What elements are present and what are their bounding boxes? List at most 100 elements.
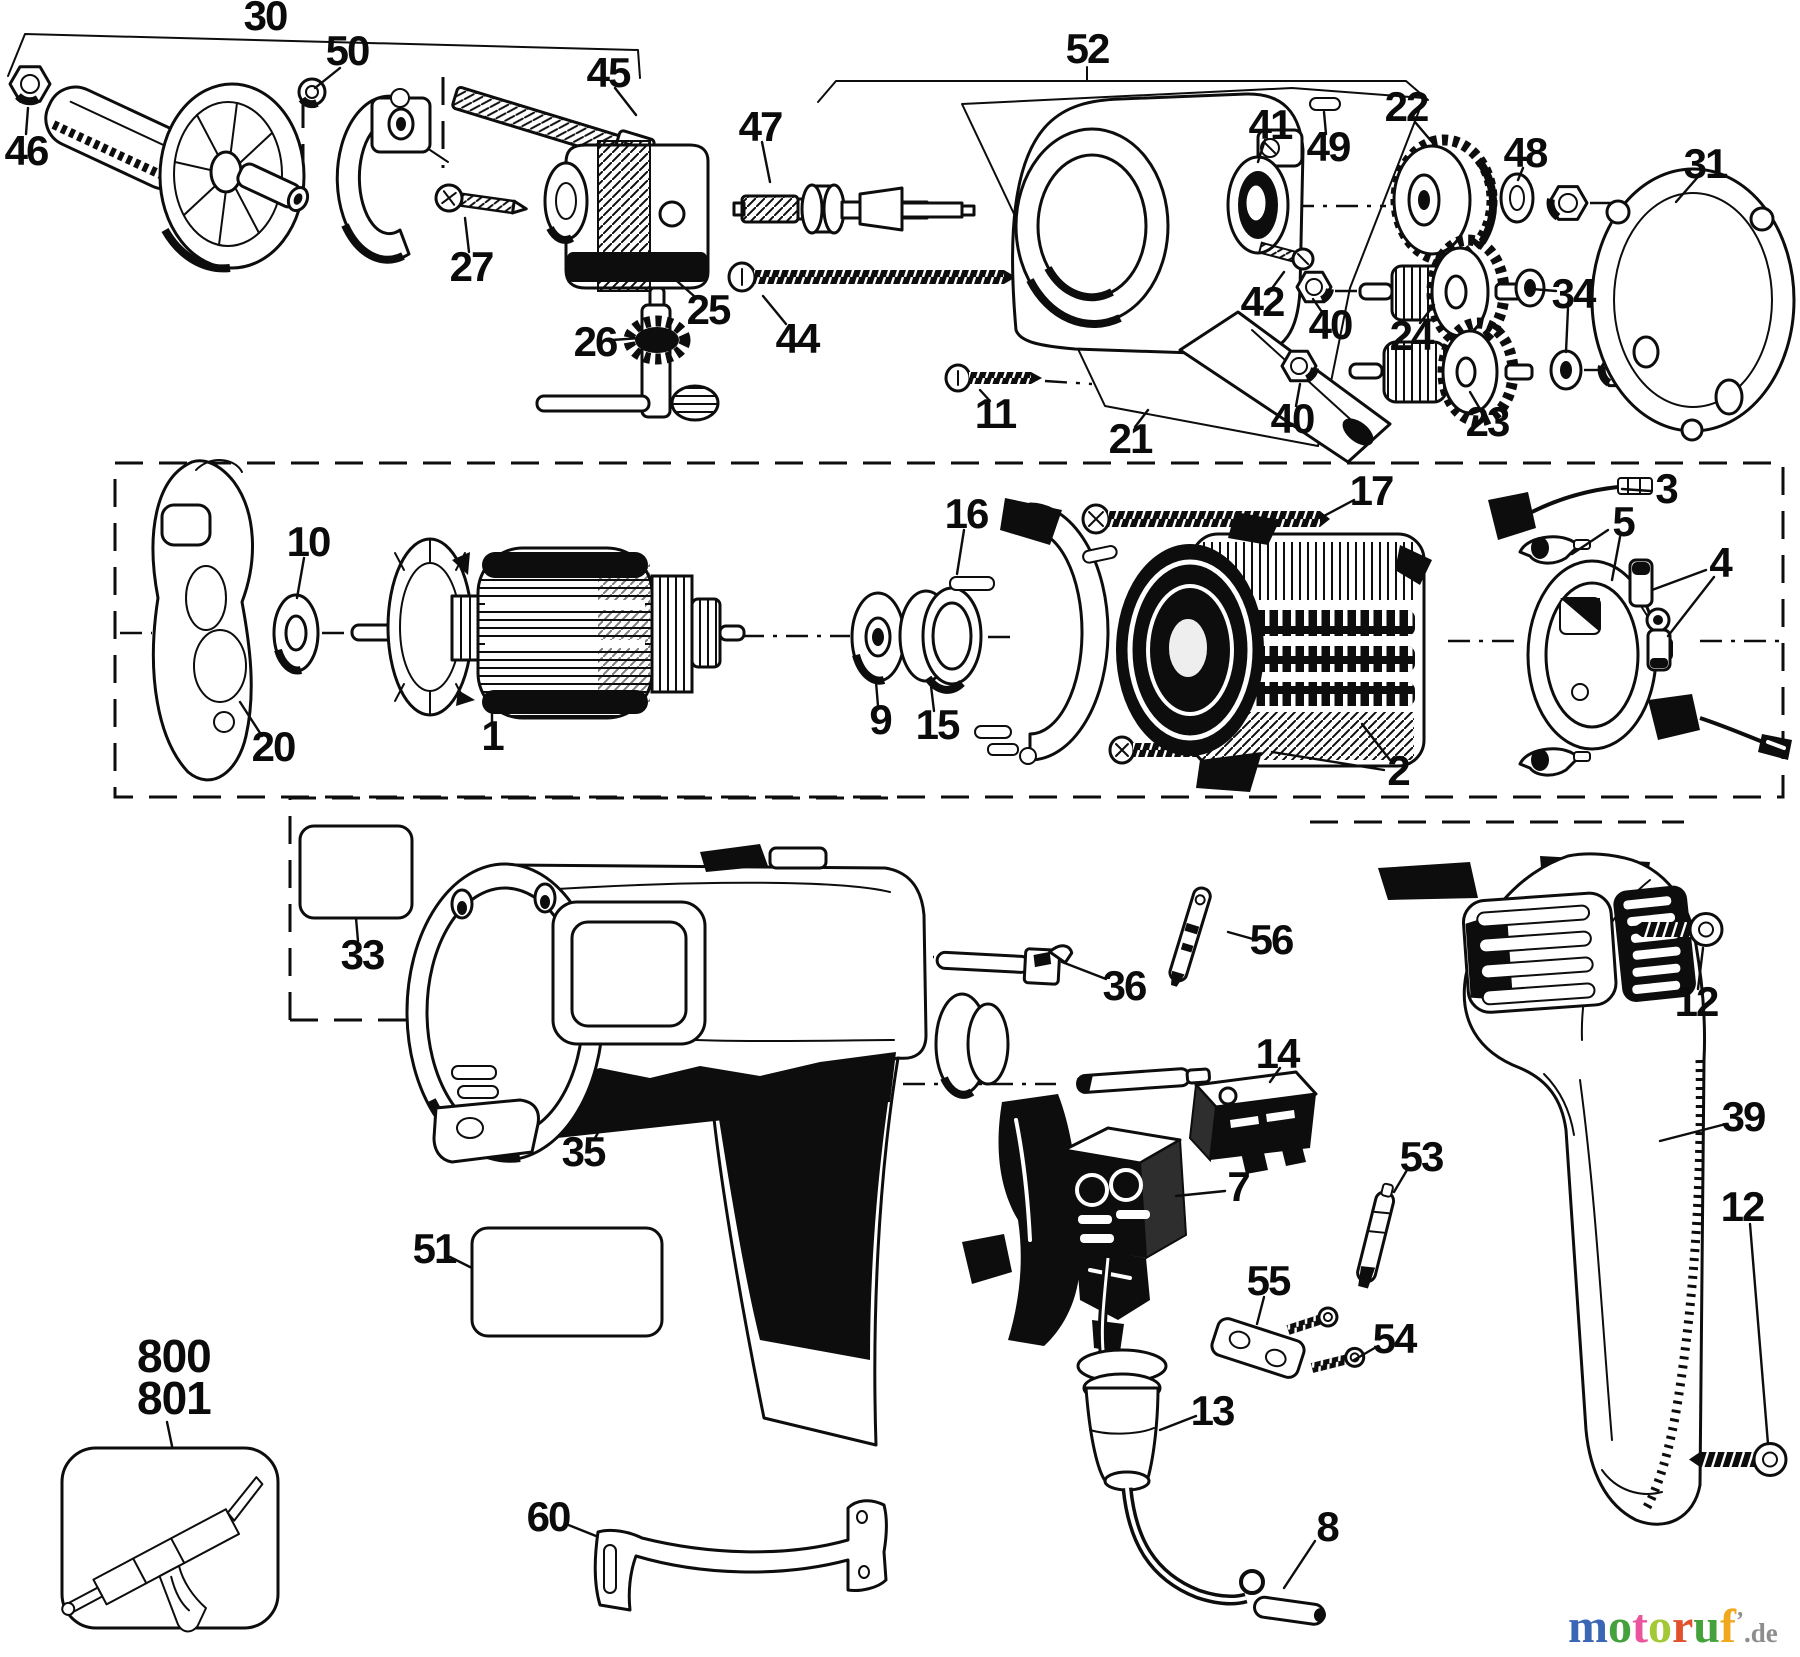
side-handle-30	[44, 82, 310, 273]
shaft-lock-lever-36	[935, 944, 1074, 986]
watermark-word: motoruf	[1568, 1600, 1736, 1653]
screw-11	[944, 363, 1042, 393]
end-plate-20	[151, 459, 254, 782]
part-label-p33: 33	[341, 931, 384, 978]
watermark-letter: o	[1607, 1600, 1632, 1653]
part-label-p5: 5	[1612, 498, 1635, 545]
watermark-letter: t	[1631, 1600, 1648, 1653]
clamp-screw-upper	[1286, 1306, 1339, 1335]
carbon-brush-4-lower	[1645, 607, 1672, 672]
reversing-lever-14	[1076, 1067, 1318, 1174]
part-label-p34: 34	[1552, 270, 1597, 317]
part-label-p12a: 12	[1675, 978, 1718, 1025]
watermark-letter: o	[1647, 1600, 1672, 1653]
part-label-p54: 54	[1373, 1315, 1418, 1362]
fan-baffle	[974, 498, 1118, 765]
gear-cluster-23	[1348, 317, 1534, 427]
part-label-p39: 39	[1722, 1093, 1765, 1140]
hex-nut-top-right	[1546, 185, 1589, 221]
part-label-p13: 13	[1191, 1387, 1234, 1434]
part-label-p46: 46	[5, 127, 48, 174]
handle-housing-right-39	[1378, 852, 1707, 1526]
lead-wire-lower	[1648, 694, 1792, 760]
part-label-p20: 20	[252, 723, 295, 770]
part-label-p30: 30	[244, 0, 287, 39]
chuck-key-26	[535, 286, 720, 422]
gear-22	[1390, 134, 1498, 266]
power-cord-8	[1121, 1487, 1326, 1626]
inset-code-800: 800	[137, 1330, 211, 1382]
part-label-p3: 3	[1655, 465, 1677, 512]
grease-gun-drawing	[61, 1476, 264, 1633]
cord-clamp-55	[1210, 1306, 1339, 1379]
screw-42	[1257, 241, 1315, 271]
brush-spring-clip-bottom-5	[1518, 747, 1591, 777]
screw-44	[727, 261, 1016, 293]
bearing-34-upper	[1514, 268, 1546, 308]
part-label-p40a: 40	[1309, 301, 1352, 348]
part-label-p24: 24	[1390, 312, 1435, 359]
part-label-p52: 52	[1066, 25, 1109, 72]
sleeve-ring-15	[898, 586, 983, 694]
watermark-letter: f	[1719, 1600, 1736, 1653]
middle-section-dashed-box	[113, 461, 1785, 799]
brush-spring-clip-top-5	[1518, 535, 1591, 565]
gear-cluster-24	[1358, 234, 1524, 350]
part-label-p41: 41	[1249, 101, 1293, 148]
motor-housing-left-35	[405, 844, 1010, 1447]
part-label-p12b: 12	[1721, 1183, 1764, 1230]
watermark-letter: u	[1693, 1600, 1720, 1653]
screw-27	[434, 183, 528, 215]
part-label-p51: 51	[413, 1225, 457, 1272]
bearing-10	[272, 593, 320, 675]
brush-end-frame	[1526, 559, 1673, 751]
part-label-p36: 36	[1103, 962, 1146, 1009]
part-label-p35: 35	[562, 1128, 606, 1175]
screw-54	[1310, 1346, 1366, 1373]
part-label-p1: 1	[481, 712, 504, 759]
motoruf-watermark: motoruf’.de	[1568, 1603, 1798, 1651]
part-label-p40b: 40	[1271, 395, 1314, 442]
part-label-p2: 2	[1387, 747, 1409, 794]
part-label-p23: 23	[1466, 398, 1509, 445]
part-label-p22: 22	[1385, 83, 1428, 130]
watermark-letter: m	[1568, 1600, 1608, 1653]
part-label-p53: 53	[1400, 1133, 1443, 1180]
bracket-52	[817, 66, 1429, 103]
armature-1	[350, 537, 746, 720]
inset-code-801: 801	[137, 1372, 211, 1424]
brush-strip-53	[1356, 1182, 1396, 1289]
washer-48	[1499, 172, 1535, 224]
part-label-p48: 48	[1504, 129, 1548, 176]
pin-49	[1309, 97, 1341, 111]
part-label-p10: 10	[287, 518, 330, 565]
part-label-p42: 42	[1241, 278, 1284, 325]
screw-12-upper	[1631, 912, 1724, 947]
field-stator-2	[1116, 512, 1432, 792]
part-label-p50: 50	[326, 27, 369, 74]
cord-protector-13	[1076, 1257, 1168, 1492]
part-label-p47: 47	[739, 103, 782, 150]
bearing-41	[1226, 155, 1290, 255]
part-label-p9: 9	[869, 696, 891, 743]
part-label-p4: 4	[1709, 539, 1733, 586]
part-label-p17: 17	[1350, 467, 1393, 514]
bracket-30	[7, 33, 641, 79]
watermark-letter: r	[1671, 1600, 1694, 1653]
part-label-p21: 21	[1109, 415, 1153, 462]
part-label-p45: 45	[587, 49, 631, 96]
leader-lines	[24, 66, 1770, 1590]
part-label-p16: 16	[945, 490, 988, 537]
part-label-p27: 27	[450, 243, 493, 290]
label-sticker-33	[298, 824, 414, 920]
watermark-suffix: .de	[1743, 1618, 1778, 1648]
pin-16	[949, 576, 995, 591]
part-label-p26: 26	[574, 318, 617, 365]
part-label-p14: 14	[1256, 1030, 1301, 1077]
part-label-p31: 31	[1684, 140, 1728, 187]
screw-12-lower	[1689, 1442, 1788, 1477]
label-sticker-51	[470, 1226, 664, 1338]
spindle-47	[732, 183, 976, 235]
part-label-p15: 15	[916, 701, 960, 748]
